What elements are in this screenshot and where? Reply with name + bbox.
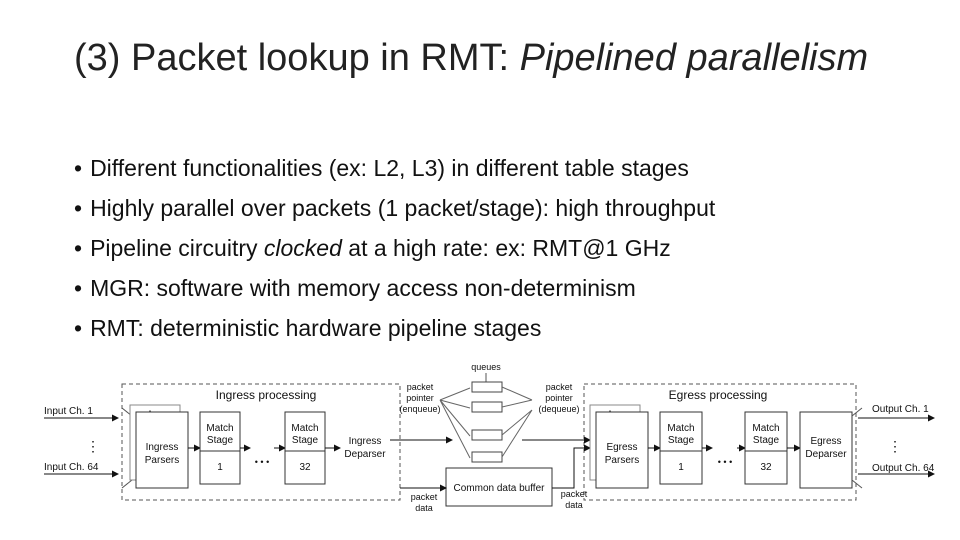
bullet-text: Highly parallel over packets (1 packet/s… [90,195,716,221]
egress-stage-32-label-1: Match [752,423,779,434]
bullet-text: MGR: software with memory access non-det… [90,275,636,301]
queue-fan-in [439,387,471,459]
common-data-buffer [445,467,553,507]
ingress-deparser-label-1: Ingress [349,436,382,447]
queues-label: queues [471,362,501,372]
common-data-buffer-label: Common data buffer [454,483,546,494]
input-vdots: ⋮ [86,438,100,454]
packet-data-out-label-2: data [565,500,583,510]
output-vdots: ⋮ [888,438,902,454]
egress-match-stage-32 [744,411,788,485]
ptr-enqueue-label-2: pointer [406,393,434,403]
egress-parsers-box [595,411,649,489]
ingress-stage-1-label-1: Match [206,423,233,434]
bullet-item: • Different functionalities (ex: L2, L3) … [74,148,934,188]
input-ch-64-label: Input Ch. 64 [44,462,99,473]
bullet-dot: • [74,155,83,181]
rmt-pipeline-diagram: Ingress processing Egress processing Inp… [44,362,935,513]
ingress-stage-1-number: 1 [217,462,223,473]
queue-3 [471,429,503,441]
ptr-enqueue-label-1: packet [407,382,434,392]
bullet-item: • Pipeline circuitry clocked at a high ra… [74,228,934,268]
output-ch-64-label: Output Ch. 64 [872,463,935,474]
packet-data-out-label-1: packet [561,489,588,499]
bullet-dot: • [74,195,83,221]
egress-stage-1-label-1: Match [667,423,694,434]
packet-data-out-line [552,444,591,489]
egress-title: Egress processing [669,388,768,402]
ptr-dequeue-label-1: packet [546,382,573,392]
bullet-dot: • [74,315,83,341]
egress-deparser-label-2: Deparser [805,449,847,460]
egress-stage-1-number: 1 [678,462,684,473]
bullet-dot: • [74,275,83,301]
ptr-dequeue-label-3: (dequeue) [538,404,579,414]
queue-2 [471,401,503,413]
bullet-text: Different functionalities (ex: L2, L3) i… [90,155,689,181]
egress-match-stage-1 [659,411,703,485]
bullet-emphasis: clocked [263,235,342,261]
bullet-item: • MGR: software with memory access non-de… [74,268,934,308]
egress-stage-dots: • • • [718,457,732,467]
slide-title-italic: Pipelined parallelism [519,37,869,79]
ingress-parsers-label-1: Ingress [146,442,179,453]
ingress-region [121,383,401,501]
ingress-parsers-box [135,411,189,489]
ingress-match-stage-1 [199,411,241,485]
ingress-match-stage-32 [284,411,326,485]
bullet-dot: • [74,235,83,261]
bullet-item: • RMT: deterministic hardware pipeline st… [74,308,934,348]
ingress-stage-1-label-2: Stage [207,435,234,446]
egress-deparser-label-1: Egress [810,436,841,447]
ingress-parsers-label-2: Parsers [145,455,179,466]
egress-parsers-label-1: Egress [606,442,637,453]
queue-1 [471,381,503,393]
bullet-text: at a high rate: ex: RMT@1 GHz [341,235,671,261]
egress-parsers-label-2: Parsers [605,455,639,466]
queue-4 [471,451,503,463]
ingress-stage-32-label-2: Stage [292,435,319,446]
packet-data-in-label-1: packet [411,492,438,502]
ptr-enqueue-label-3: (enqueue) [399,404,440,414]
bullet-text: Pipeline circuitry [90,235,264,261]
ingress-title: Ingress processing [216,388,317,402]
output-funnel [851,407,863,489]
slide-title: (3) Packet lookup in RMT: Pipelined para… [74,36,934,81]
bullet-list: • Different functionalities (ex: L2, L3) … [74,148,934,348]
bullet-item: • Highly parallel over packets (1 packet/… [74,188,934,228]
input-ch-1-label: Input Ch. 1 [44,406,93,417]
bullet-text: RMT: deterministic hardware pipeline sta… [90,315,542,341]
ingress-stage-32-number: 32 [299,462,311,473]
output-ch-1-label: Output Ch. 1 [872,404,929,415]
egress-stage-32-number: 32 [760,462,772,473]
ptr-dequeue-label-2: pointer [545,393,573,403]
ingress-deparser-label-2: Deparser [344,449,386,460]
egress-stage-32-label-2: Stage [753,435,780,446]
queue-fan-out [501,386,533,458]
slide-title-main: (3) Packet lookup in RMT: [74,37,520,79]
egress-stage-1-label-2: Stage [668,435,695,446]
ingress-stage-dots: • • • [255,457,269,467]
packet-data-in-label-2: data [415,503,433,513]
ingress-stage-32-label-1: Match [291,423,318,434]
egress-deparser-box [799,411,853,489]
